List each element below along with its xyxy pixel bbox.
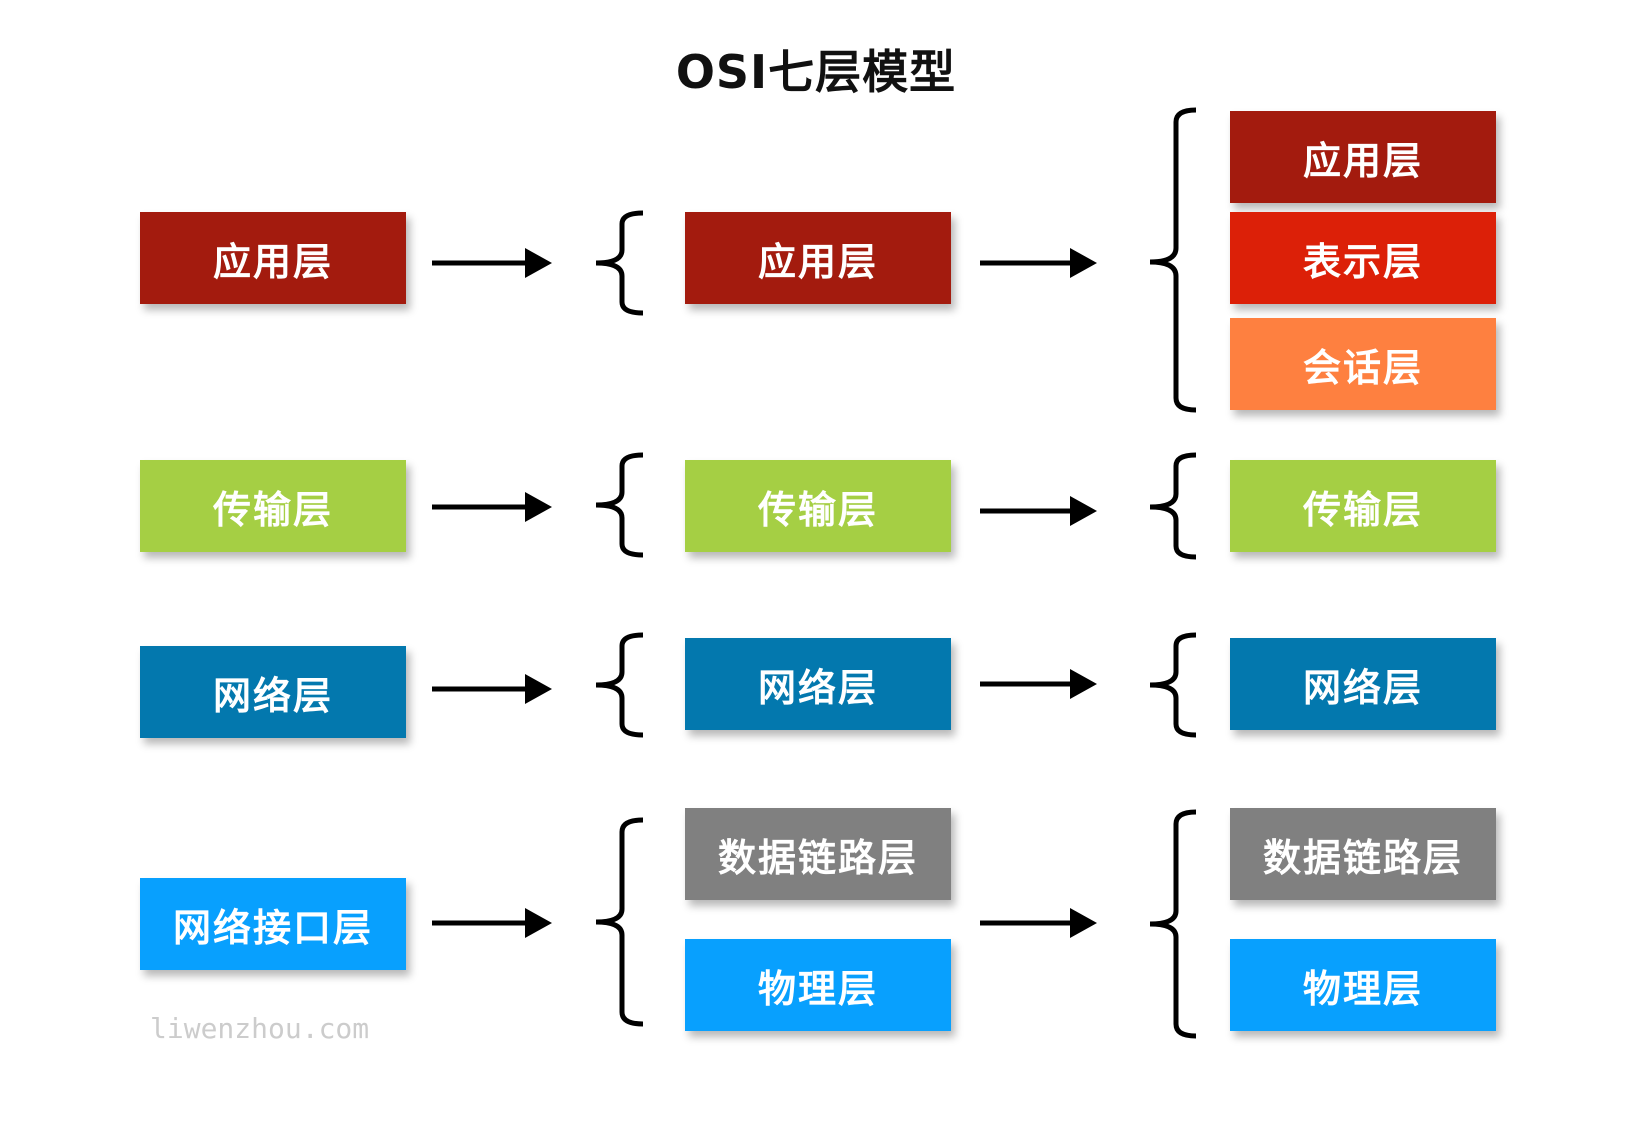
col3-physical-label: 物理层 (1302, 966, 1423, 1011)
col2-application-label: 应用层 (757, 239, 878, 284)
arrow-col1-to-col2-application (432, 248, 552, 278)
col3-transport-box: 传输层 (1230, 460, 1496, 552)
col3-presentation-label: 表示层 (1302, 239, 1423, 284)
col3-transport-label: 传输层 (1302, 487, 1423, 532)
brace-col3-datalink (1149, 809, 1197, 1039)
col1-application-box: 应用层 (140, 212, 406, 304)
arrow-col2-to-col3-datalink (980, 908, 1097, 938)
col2-application-box: 应用层 (685, 212, 951, 304)
col3-physical-box: 物理层 (1230, 939, 1496, 1031)
col3-session-label: 会话层 (1302, 345, 1423, 390)
col3-application-label: 应用层 (1302, 138, 1423, 183)
col2-physical-box: 物理层 (685, 939, 951, 1031)
arrow-col1-to-col2-network (432, 674, 552, 704)
diagram-title: OSI七层模型 (675, 45, 957, 99)
col1-network-label: 网络层 (212, 673, 333, 718)
col2-network-label: 网络层 (757, 665, 878, 710)
col2-network-box: 网络层 (685, 638, 951, 730)
brace-col2-transport (595, 452, 644, 558)
col2-transport-label: 传输层 (757, 487, 878, 532)
col2-physical-label: 物理层 (757, 966, 878, 1011)
col1-transport-box: 传输层 (140, 460, 406, 552)
arrow-col2-to-col3-transport (980, 496, 1097, 526)
brace-col2-application (595, 210, 644, 316)
col3-network-label: 网络层 (1302, 665, 1423, 710)
col3-network-box: 网络层 (1230, 638, 1496, 730)
col2-datalink-box: 数据链路层 (685, 808, 951, 900)
arrow-col1-to-col2-network-interface (432, 908, 552, 938)
arrow-col1-to-col2-transport (432, 492, 552, 522)
col3-datalink-box: 数据链路层 (1230, 808, 1496, 900)
brace-col2-network-interface (595, 817, 644, 1027)
brace-col3-network (1149, 632, 1197, 738)
arrow-col2-to-col3-network (980, 669, 1097, 699)
brace-col3-transport (1149, 452, 1197, 560)
col3-datalink-label: 数据链路层 (1262, 835, 1463, 880)
col1-network-interface-box: 网络接口层 (140, 878, 406, 970)
col1-network-box: 网络层 (140, 646, 406, 738)
arrow-col2-to-col3-application (980, 248, 1097, 278)
col3-session-box: 会话层 (1230, 318, 1496, 410)
col1-network-interface-label: 网络接口层 (172, 905, 373, 950)
col2-datalink-label: 数据链路层 (717, 835, 918, 880)
col3-application-box: 应用层 (1230, 111, 1496, 203)
watermark: liwenzhou.com (150, 1012, 370, 1045)
brace-col3-application (1149, 107, 1197, 413)
col1-application-label: 应用层 (212, 239, 333, 284)
col3-presentation-box: 表示层 (1230, 212, 1496, 304)
col2-transport-box: 传输层 (685, 460, 951, 552)
col1-transport-label: 传输层 (212, 487, 333, 532)
brace-col2-network (595, 632, 644, 738)
